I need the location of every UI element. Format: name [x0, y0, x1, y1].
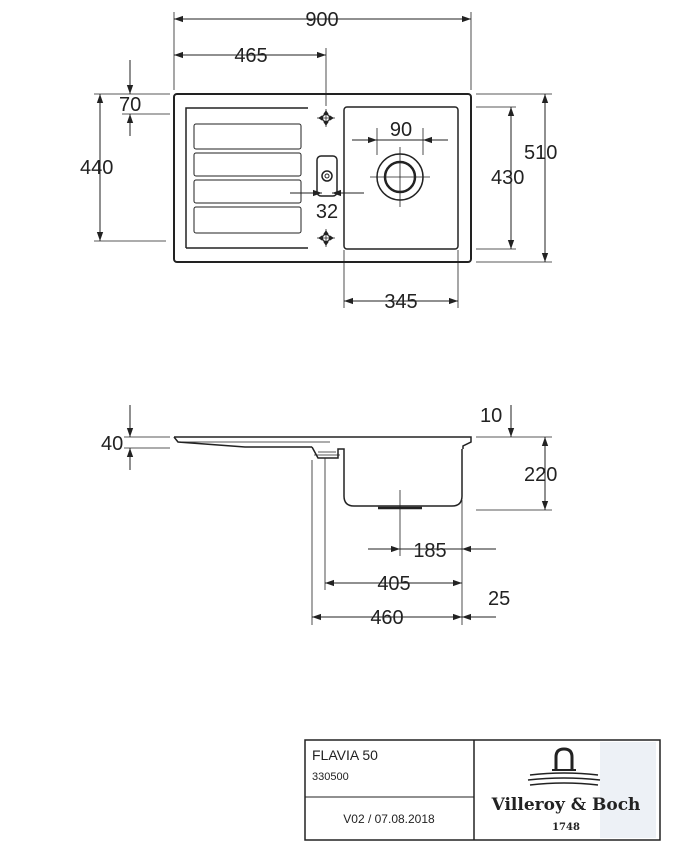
tap-hole-marker: [317, 229, 335, 247]
brand-emblem-icon: [527, 747, 601, 786]
dim-top-offset: 70: [119, 94, 141, 116]
dim-bowl-height: 220: [524, 464, 557, 486]
title-block: [304, 739, 661, 841]
brand-year: 1748: [552, 822, 580, 833]
drainer-groove: [193, 123, 302, 150]
dim-waste-offset: 185: [413, 540, 446, 562]
dim-bowl-width: 345: [384, 291, 417, 313]
sink-outline: [173, 93, 472, 263]
drainer-groove: [193, 179, 302, 204]
dim-waste-diameter: 90: [390, 119, 412, 141]
dim-overall-depth: 510: [524, 142, 557, 164]
dim-wall-offset: 25: [488, 588, 510, 610]
sink-section-outline: [174, 436, 472, 449]
dim-bowl-outer: 405: [377, 573, 410, 595]
dim-inner-height: 440: [80, 157, 113, 179]
bowl-outline: [343, 106, 459, 250]
drainer-groove: [193, 152, 302, 177]
plan-view: [94, 12, 552, 308]
drainer-groove: [193, 206, 302, 234]
dim-cabinet-width: 460: [370, 607, 403, 629]
watermark: [600, 742, 656, 838]
article-number: 330500: [312, 771, 349, 783]
dim-overall-width: 900: [305, 9, 338, 31]
bowl-section: [311, 446, 463, 507]
dim-deck-thickness: 40: [101, 433, 123, 455]
product-name: FLAVIA 50: [312, 747, 378, 763]
dim-overflow-size: 32: [316, 201, 338, 223]
dim-bowl-depth: 430: [491, 167, 524, 189]
brand-logo: Villeroy & Boch: [491, 795, 641, 815]
dim-rim-height: 10: [480, 405, 502, 427]
dim-drainer-width: 465: [234, 45, 267, 67]
drainer-edge: [185, 107, 308, 248]
overflow-slot: [316, 155, 338, 197]
section-view: [124, 405, 552, 625]
tap-hole-marker: [317, 109, 335, 127]
version-date: V02 / 07.08.2018: [343, 812, 435, 826]
